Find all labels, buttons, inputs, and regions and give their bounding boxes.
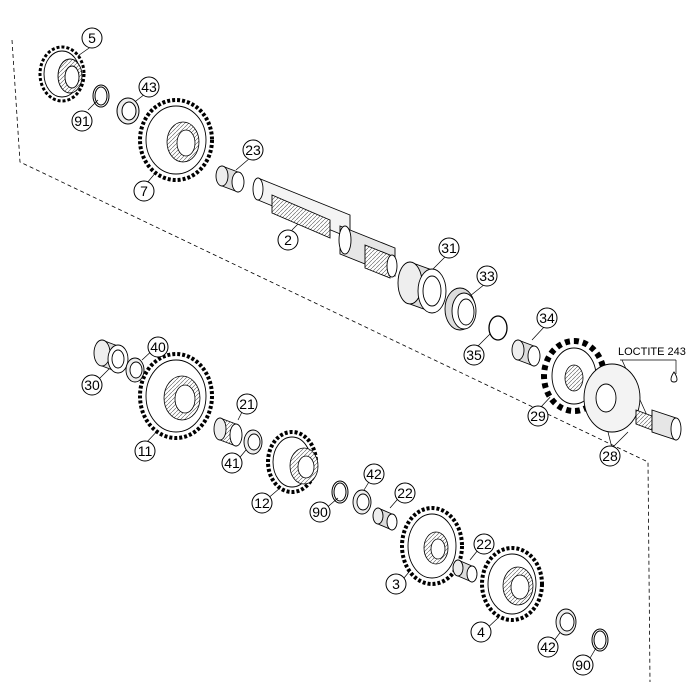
callout-43: 43 [138,76,160,98]
callout-21: 21 [236,393,258,415]
callout-2: 2 [277,229,299,251]
washer-42-lower-shape [555,608,577,636]
callout-35-text: 35 [466,347,482,363]
bolt-28-shape [635,409,682,441]
callout-23: 23 [242,139,264,161]
callout-90-lower: 90 [572,654,594,676]
washer-28-shape [583,363,641,433]
callout-29-text: 29 [530,408,546,424]
callout-23-text: 23 [245,142,261,158]
callout-30: 30 [81,374,103,396]
callout-34: 34 [536,307,558,329]
o-ring-35-shape [488,315,508,341]
callout-28: 28 [599,445,621,467]
callout-41-text: 41 [224,455,240,471]
callout-33: 33 [476,265,498,287]
gear-12-shape [266,430,319,494]
circlip-90-upper-shape [331,480,349,504]
needle-bearing-21-shape [213,417,243,447]
callout-31: 31 [438,237,460,259]
callout-3: 3 [385,573,407,595]
bushing-22-lower-shape [452,559,478,583]
bearing-30-shape [93,339,129,374]
callout-5-text: 5 [88,30,96,46]
gear-5-shape [38,45,86,103]
callout-4: 4 [470,621,492,643]
callout-42-lower: 42 [537,636,559,658]
shaft-2-shape [252,177,398,279]
callout-33-text: 33 [479,268,495,284]
gear-7-shape [138,98,214,182]
callout-42-lower-text: 42 [540,639,556,655]
callout-labels: 5 43 91 7 23 2 31 33 35 34 29 28 40 30 1… [71,27,621,676]
washer-41-shape [243,429,263,455]
gear-11-shape [138,352,214,440]
callout-31-text: 31 [441,240,457,256]
callout-11-text: 11 [138,443,153,459]
callout-91-text: 91 [74,113,90,129]
callout-4-text: 4 [477,624,485,640]
callout-28-text: 28 [602,448,618,464]
callout-22-upper: 22 [394,482,416,504]
callout-41: 41 [221,452,243,474]
loctite-note: LOCTITE 243 [618,346,686,358]
callout-12: 12 [251,492,273,514]
callout-22-lower-text: 22 [476,536,492,552]
callout-91: 91 [71,110,93,132]
callout-42-upper: 42 [363,463,385,485]
callout-2-text: 2 [284,232,292,248]
circlip-91-shape [92,84,110,108]
callout-29: 29 [527,405,549,427]
callout-22-upper-text: 22 [397,485,413,501]
spacer-34-shape [511,339,541,367]
callout-7: 7 [133,180,155,202]
bushing-23-shape [215,165,245,193]
callout-35: 35 [463,344,485,366]
callout-34-text: 34 [539,310,555,326]
callout-22-lower: 22 [473,533,495,555]
callout-43-text: 43 [141,79,157,95]
bushing-22-upper-shape [372,507,398,531]
callout-40: 40 [147,336,169,358]
callout-12-text: 12 [254,495,270,511]
assembly-boundary [11,39,651,683]
bearing-31-shape [397,261,447,314]
callout-90-lower-text: 90 [575,657,591,673]
callout-42-upper-text: 42 [366,466,382,482]
seal-33-shape [444,287,477,331]
callout-40-text: 40 [150,339,166,355]
circlip-90-lower-shape [591,628,609,652]
callout-11: 11 [134,440,156,462]
callout-21-text: 21 [239,396,255,412]
washer-40-shape [125,357,145,383]
gear-4-shape [480,546,544,622]
callout-3-text: 3 [392,576,400,592]
callout-90-upper-text: 90 [312,504,328,520]
callout-5: 5 [81,27,103,49]
washer-42-upper-shape [352,489,372,515]
washer-43-shape [116,97,140,125]
callout-90-upper: 90 [309,501,331,523]
gear-3-shape [400,506,464,586]
callout-7-text: 7 [140,183,148,199]
loctite-drop-icon [670,371,678,383]
callout-30-text: 30 [84,377,100,393]
